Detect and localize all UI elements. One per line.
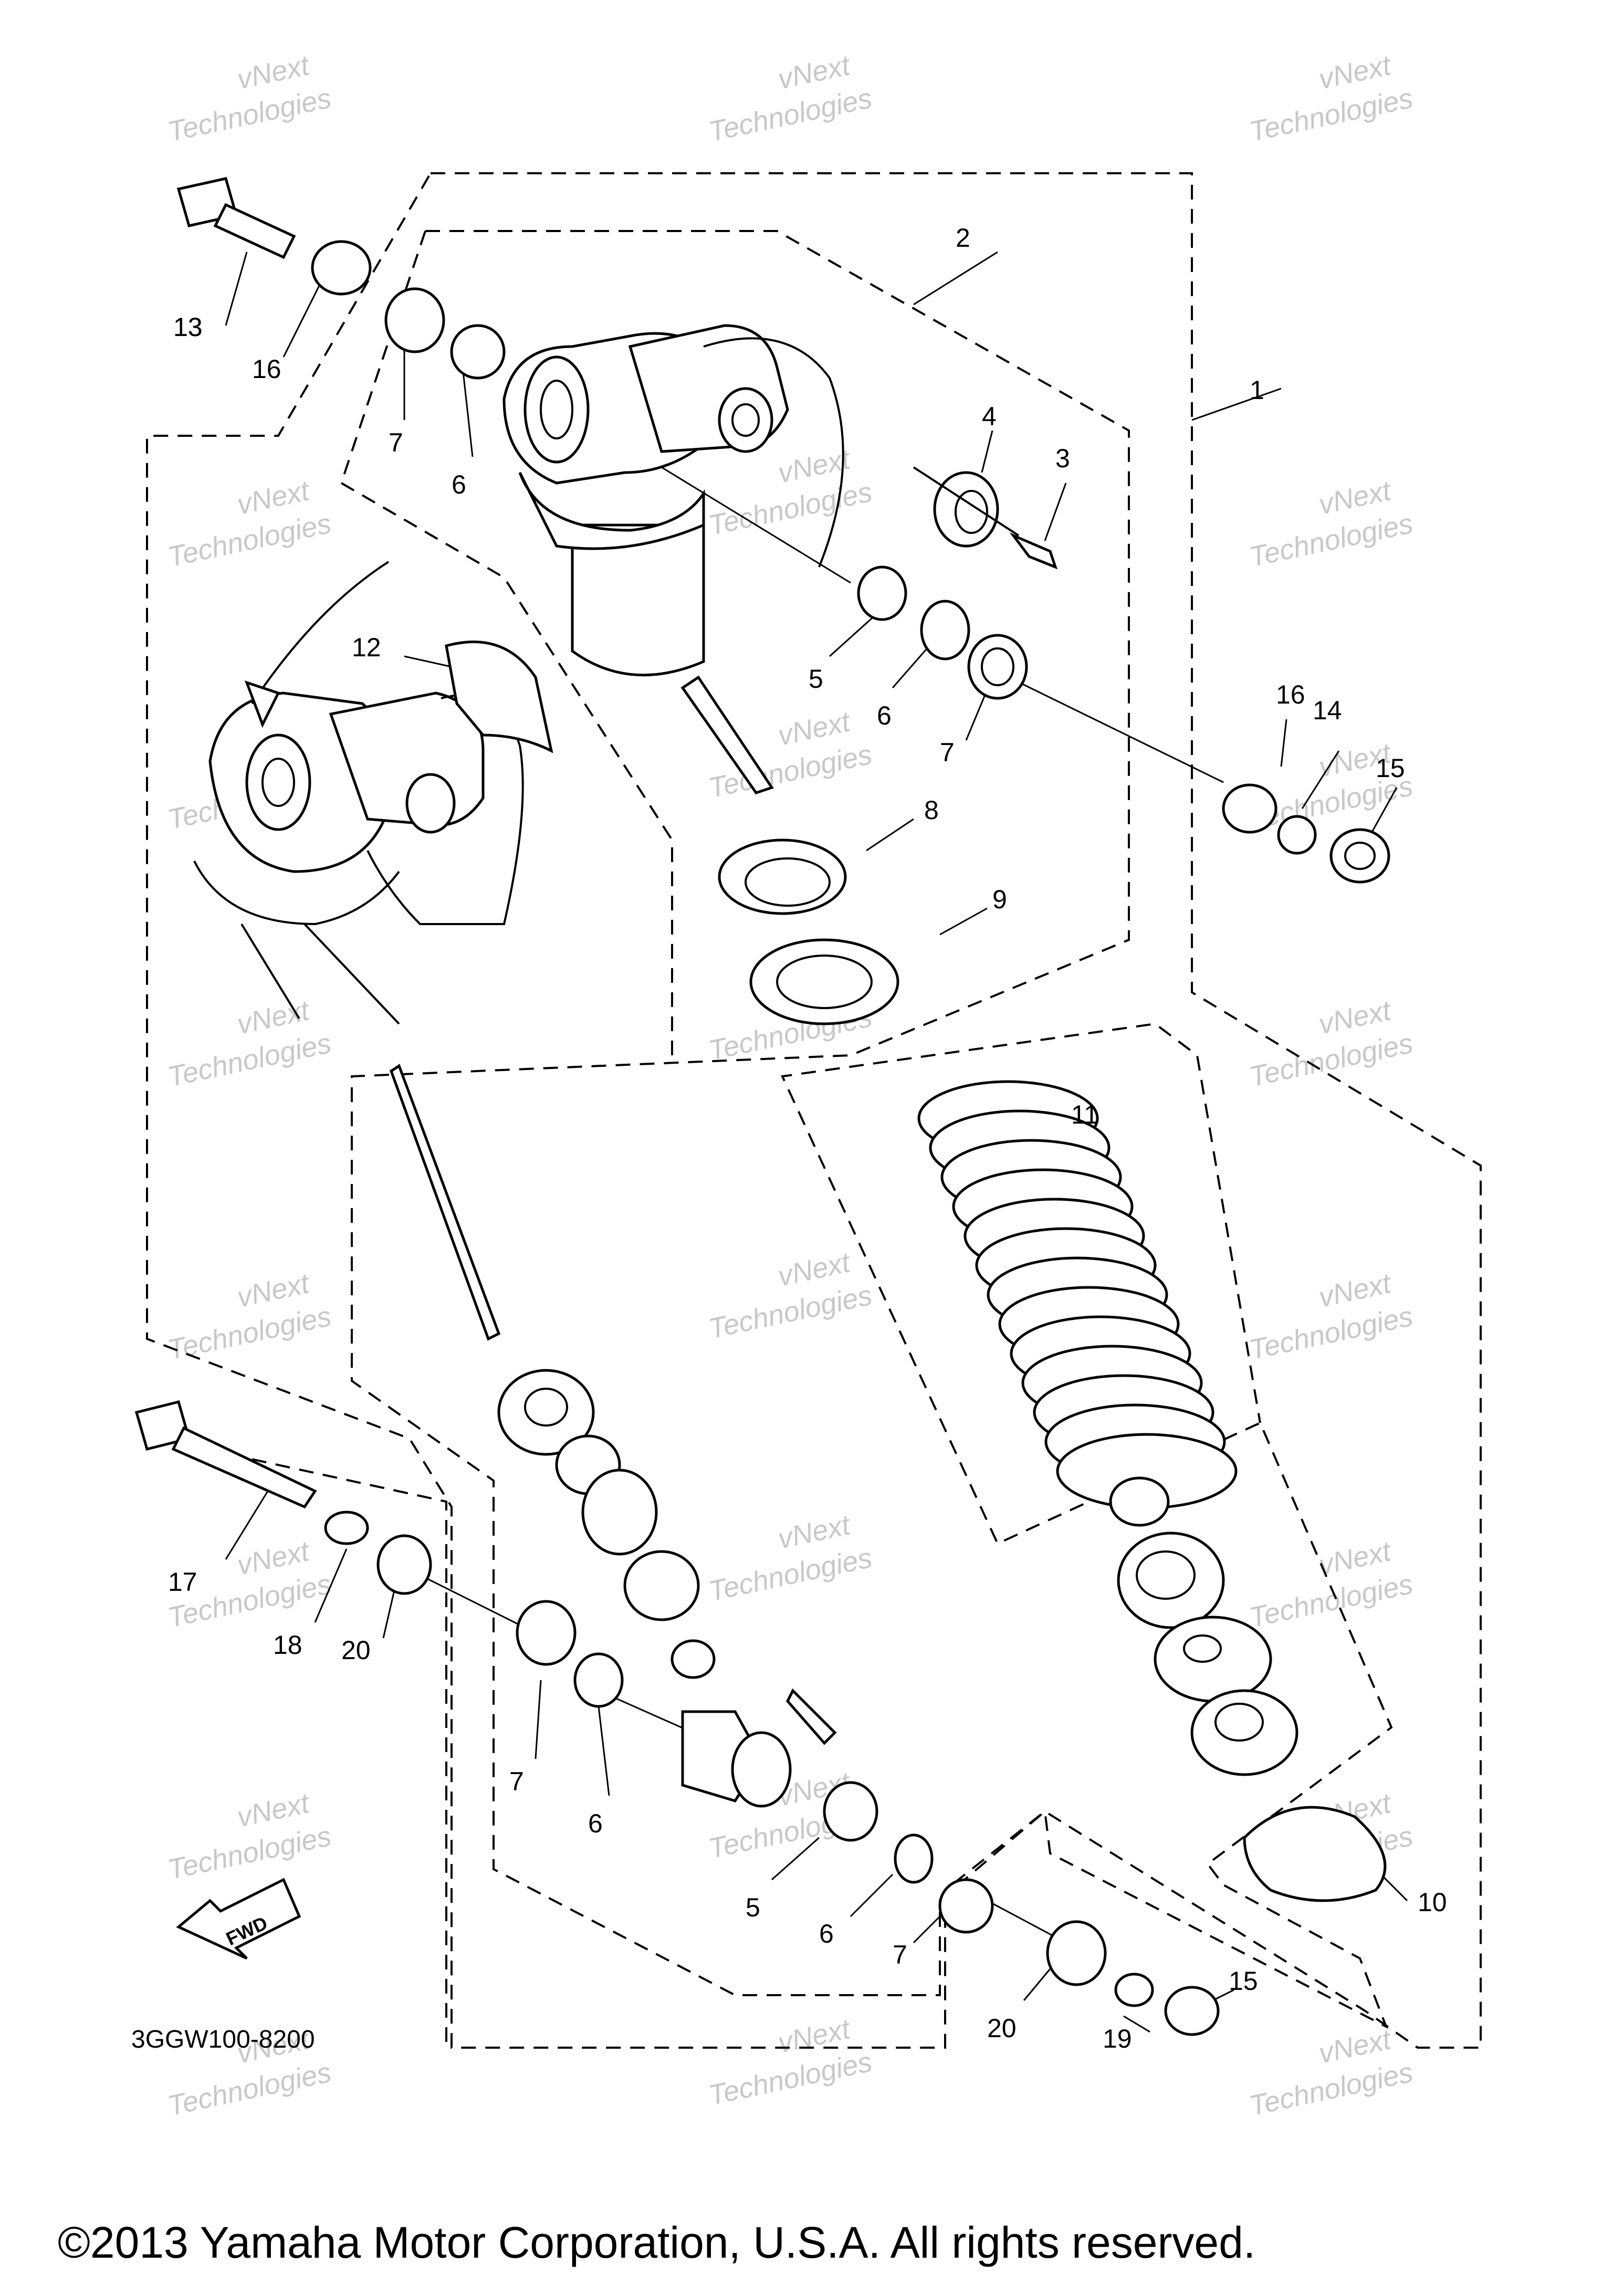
callout-number: 20 bbox=[987, 2014, 1017, 2043]
callout-number: 6 bbox=[819, 1919, 834, 1948]
callout-number: 7 bbox=[893, 1940, 907, 1969]
callout-number: 15 bbox=[1229, 1966, 1258, 1996]
shock-absorber-upper bbox=[502, 324, 844, 794]
watermark-layer: vNextTechnologiesvNextTechnologiesvNextT… bbox=[165, 49, 1416, 2122]
bolts bbox=[134, 177, 317, 1509]
callout-number: 17 bbox=[168, 1567, 197, 1597]
callout-number: 6 bbox=[588, 1809, 603, 1838]
callout-number: 20 bbox=[341, 1635, 371, 1665]
callout-number: 12 bbox=[352, 633, 381, 662]
callout-number: 19 bbox=[1103, 2024, 1132, 2053]
callout-number: 8 bbox=[924, 795, 939, 825]
parts-lower-left bbox=[311, 240, 1220, 2036]
callout-number: 5 bbox=[809, 664, 823, 694]
callout-number: 7 bbox=[389, 428, 403, 457]
callout-number: 15 bbox=[1376, 753, 1405, 783]
callout-number: 14 bbox=[1313, 696, 1342, 725]
callout-number: 9 bbox=[992, 885, 1007, 914]
callout-number: 13 bbox=[173, 312, 203, 342]
callout-number: 18 bbox=[273, 1630, 302, 1660]
callout-number: 2 bbox=[956, 223, 970, 253]
callout-number: 10 bbox=[1418, 1888, 1447, 1917]
coil-spring bbox=[917, 1080, 1238, 1509]
callout-number: 16 bbox=[252, 354, 281, 384]
callout-number: 11 bbox=[1071, 1100, 1098, 1129]
callout-number: 1 bbox=[1250, 375, 1264, 405]
callout-number: 3 bbox=[1055, 444, 1070, 473]
diagram-code: 3GGW100-8200 bbox=[131, 2026, 315, 2053]
parts-top-right bbox=[718, 466, 1390, 1025]
callout-number: 4 bbox=[982, 402, 997, 431]
callout-number: 7 bbox=[940, 738, 955, 767]
callout-numbers: 1234567891011121314151617181920157656720… bbox=[168, 223, 1447, 2053]
callout-number: 16 bbox=[1276, 680, 1305, 709]
shock-absorber-inset bbox=[193, 561, 553, 1025]
fwd-arrow-icon bbox=[176, 1878, 301, 1960]
callout-number: 7 bbox=[509, 1767, 524, 1796]
leader-lines bbox=[225, 251, 1408, 2033]
callout-number: 6 bbox=[452, 470, 466, 499]
callout-number: 6 bbox=[877, 701, 892, 730]
callout-number: 5 bbox=[746, 1893, 760, 1922]
copyright-text: ©2013 Yamaha Motor Corporation, U.S.A. A… bbox=[58, 2218, 1255, 2267]
spring-seat-parts bbox=[1109, 1476, 1387, 1902]
callout-number: 13 bbox=[173, 312, 203, 342]
